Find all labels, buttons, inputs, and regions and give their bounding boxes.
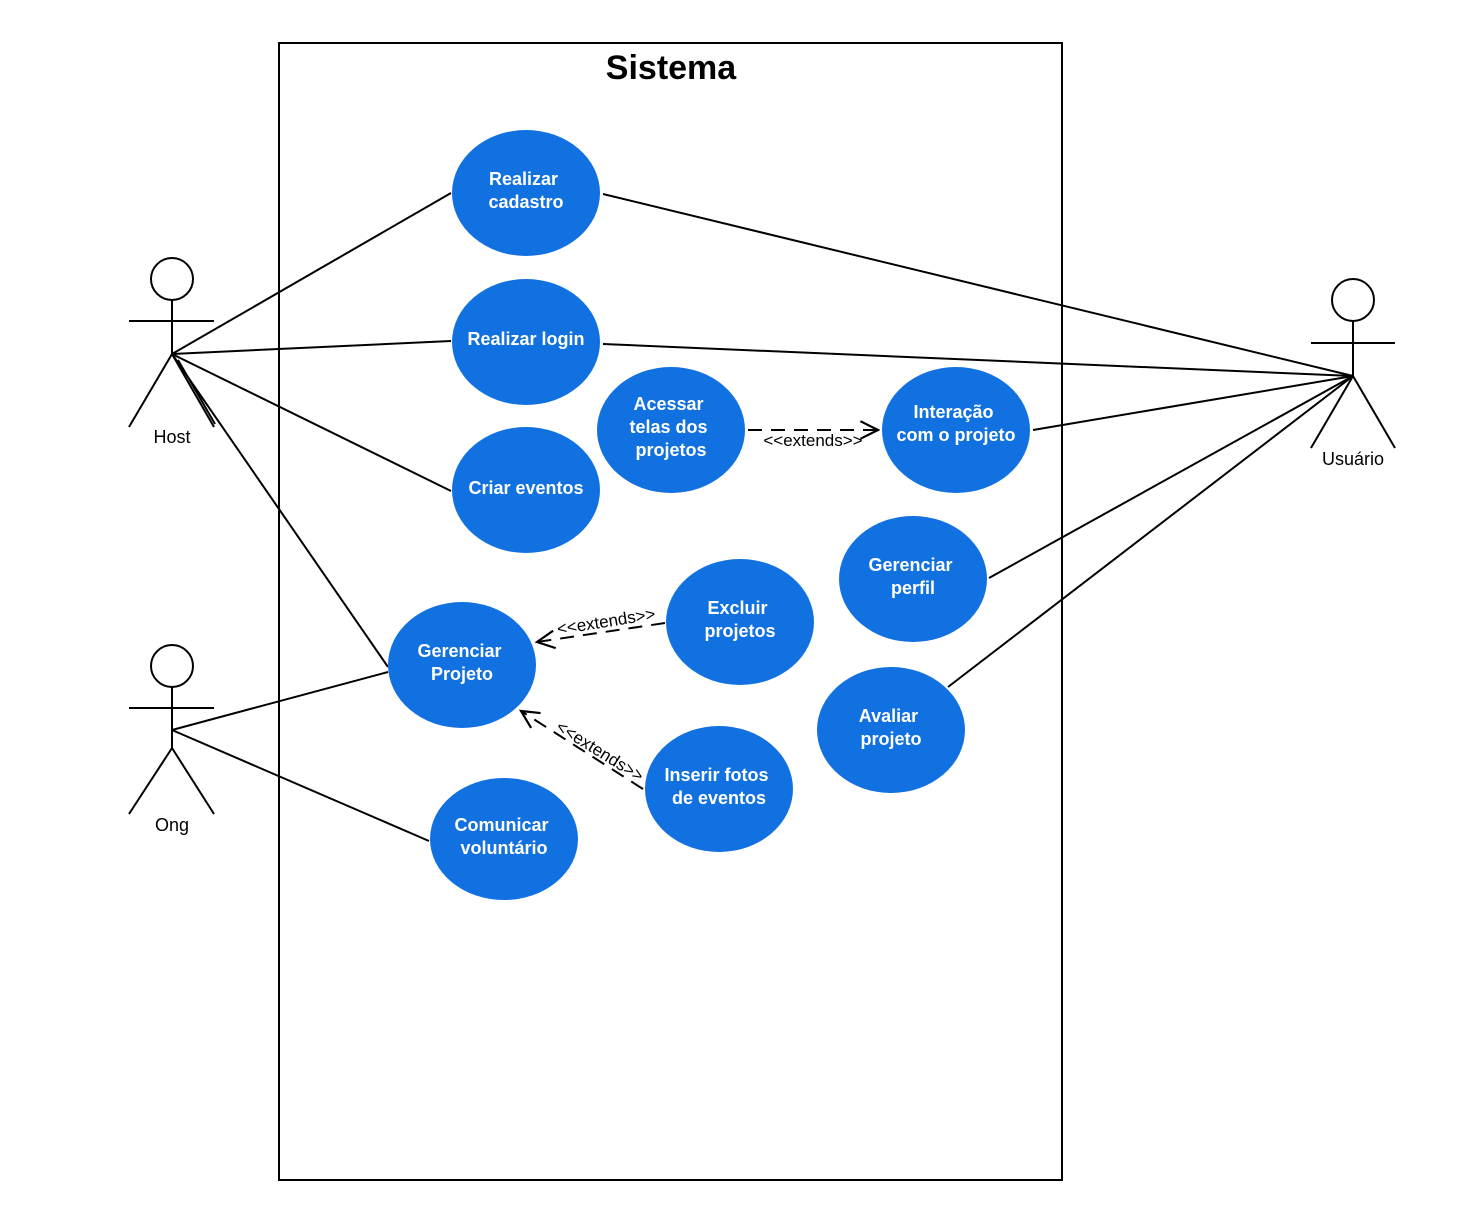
- use-case-comunicar-voluntario-shape: [430, 778, 578, 900]
- use-case-inserir-fotos: Inserir fotos de eventos: [645, 726, 793, 852]
- actor-ong-leg-right: [171, 747, 215, 815]
- use-case-gerenciar-perfil-line-1: Gerenciar: [868, 555, 952, 575]
- use-case-excluir-projetos: Excluir projetos: [666, 559, 814, 685]
- use-case-inserir-fotos-label: Inserir fotos de eventos: [664, 765, 773, 808]
- assoc-ong-comunicar: [171, 729, 430, 842]
- use-case-criar-eventos-line-1: Criar eventos: [468, 478, 583, 498]
- actor-usuario-head: [1331, 278, 1375, 322]
- use-case-gerenciar-perfil-label: Gerenciar perfil: [868, 555, 957, 598]
- use-case-interacao-label: Interação com o projeto: [896, 402, 1015, 445]
- use-case-realizar-cadastro-label: Realizar cadastro: [488, 169, 563, 212]
- assoc-ong-gerenciar-projeto: [171, 671, 389, 731]
- use-case-criar-eventos: Criar eventos: [452, 427, 600, 553]
- assoc-usuario-perfil: [988, 375, 1354, 579]
- use-case-comunicar-voluntario-line-2: voluntário: [460, 838, 547, 858]
- actor-host-leg-right: [171, 353, 215, 428]
- assoc-usuario-avaliar: [947, 375, 1354, 688]
- use-case-avaliar-projeto-line-1: Avaliar: [859, 706, 918, 726]
- assoc-usuario-login: [602, 343, 1354, 377]
- use-case-realizar-login-label: Realizar login: [467, 329, 584, 349]
- assoc-host-criar-eventos: [171, 353, 452, 492]
- use-case-avaliar-projeto: Avaliar projeto: [817, 667, 965, 793]
- actor-host-label: Host: [153, 427, 190, 447]
- assoc-host-cadastro: [171, 192, 452, 355]
- use-case-realizar-cadastro-line-1: Realizar: [489, 169, 558, 189]
- use-case-gerenciar-perfil: Gerenciar perfil: [839, 516, 987, 642]
- use-case-gerenciar-perfil-shape: [839, 516, 987, 642]
- extend-label-inserir-gerenciar: <<extends>>: [553, 717, 647, 786]
- use-case-criar-eventos-shape: [452, 427, 600, 553]
- assoc-host-gerenciar-projeto: [171, 353, 389, 668]
- use-case-acessar-telas-line-2: telas dos: [629, 417, 707, 437]
- use-case-realizar-cadastro-shape: [452, 130, 600, 256]
- associations: [171, 192, 1354, 842]
- use-case-realizar-login-shape: [452, 279, 600, 405]
- use-case-interacao-shape: [882, 367, 1030, 493]
- extend-arrow-inserir-gerenciar: [521, 711, 644, 790]
- use-case-gerenciar-perfil-line-2: perfil: [891, 578, 935, 598]
- assoc-host-login: [171, 340, 452, 355]
- use-case-avaliar-projeto-shape: [817, 667, 965, 793]
- use-case-gerenciar-projeto-line-2: Projeto: [431, 664, 493, 684]
- use-case-acessar-telas-line-3: projetos: [635, 440, 706, 460]
- use-case-comunicar-voluntario: Comunicar voluntário: [430, 778, 578, 900]
- actor-ong-head: [150, 644, 194, 688]
- use-case-interacao-line-2: com o projeto: [896, 425, 1015, 445]
- use-case-excluir-projetos-label: Excluir projetos: [704, 598, 775, 641]
- use-case-gerenciar-projeto-line-1: Gerenciar: [417, 641, 501, 661]
- use-case-gerenciar-projeto-shape: [388, 602, 536, 728]
- use-case-realizar-login: Realizar login: [452, 279, 600, 405]
- use-case-inserir-fotos-line-1: Inserir fotos: [664, 765, 768, 785]
- use-case-excluir-projetos-line-2: projetos: [704, 621, 775, 641]
- use-case-interacao: Interação com o projeto: [882, 367, 1030, 493]
- actor-host-head: [150, 257, 194, 301]
- use-case-realizar-cadastro-line-2: cadastro: [488, 192, 563, 212]
- use-case-inserir-fotos-line-2: de eventos: [672, 788, 766, 808]
- extend-label-acessar-interacao: <<extends>>: [763, 431, 862, 450]
- system-boundary: [278, 42, 1063, 1181]
- use-case-realizar-login-line-1: Realizar login: [467, 329, 584, 349]
- actor-usuario-leg-left: [1310, 375, 1354, 449]
- actor-ong-label: Ong: [155, 815, 189, 835]
- use-case-excluir-projetos-shape: [666, 559, 814, 685]
- actor-ong: Ong: [128, 644, 215, 835]
- use-case-acessar-telas-label: Acessar telas dos projetos: [629, 394, 712, 460]
- use-case-criar-eventos-label: Criar eventos: [468, 478, 583, 498]
- actor-ong-leg-left: [128, 747, 173, 815]
- use-case-avaliar-projeto-line-2: projeto: [861, 729, 922, 749]
- assoc-usuario-cadastro: [602, 193, 1354, 377]
- use-case-gerenciar-projeto-label: Gerenciar Projeto: [417, 641, 506, 684]
- use-case-comunicar-voluntario-line-1: Comunicar: [454, 815, 548, 835]
- use-case-excluir-projetos-line-1: Excluir: [707, 598, 767, 618]
- use-case-comunicar-voluntario-label: Comunicar voluntário: [454, 815, 553, 858]
- use-case-avaliar-projeto-label: Avaliar projeto: [859, 706, 923, 749]
- extend-label-excluir-gerenciar: <<extends>>: [556, 604, 657, 638]
- system-title: Sistema: [606, 49, 737, 87]
- use-case-realizar-cadastro: Realizar cadastro: [452, 130, 600, 256]
- use-case-acessar-telas-shape: [597, 367, 745, 493]
- assoc-usuario-interacao: [1032, 375, 1354, 431]
- actor-host: Host: [128, 257, 215, 447]
- actor-usuario-leg-right: [1352, 375, 1396, 449]
- actor-usuario-label: Usuário: [1322, 449, 1384, 469]
- use-case-interacao-line-1: Interação: [913, 402, 993, 422]
- use-case-gerenciar-projeto: Gerenciar Projeto: [388, 602, 536, 728]
- use-case-acessar-telas-line-1: Acessar: [633, 394, 703, 414]
- actor-host-leg-left: [128, 353, 173, 428]
- use-case-inserir-fotos-shape: [645, 726, 793, 852]
- assoc-host-gerenciar-projeto-2: [177, 359, 216, 425]
- actor-usuario: Usuário: [1310, 278, 1396, 469]
- use-case-acessar-telas: Acessar telas dos projetos: [597, 367, 745, 493]
